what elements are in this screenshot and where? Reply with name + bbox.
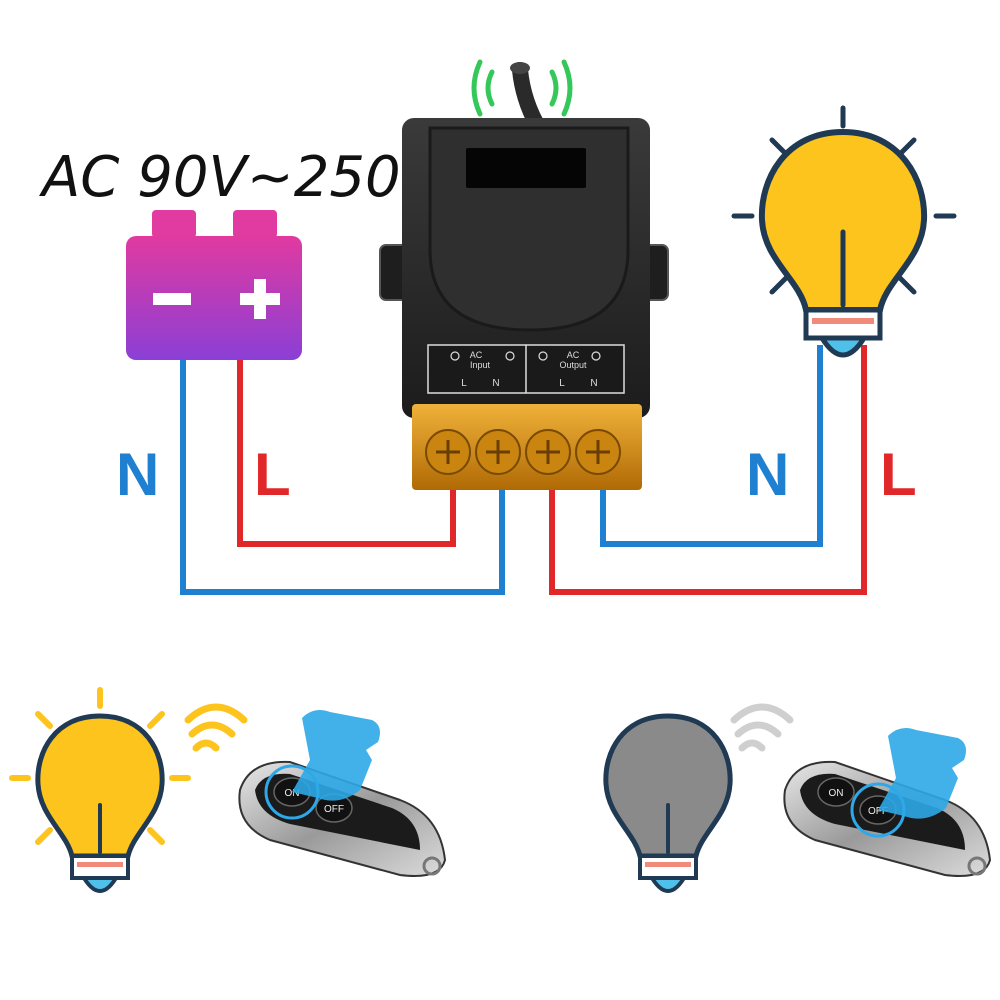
battery-icon [126,210,302,360]
remote-on-button [817,777,855,807]
hand-pointer-icon [292,710,380,801]
input-n-mark: N [492,378,499,389]
input-neutral-wire [180,360,505,595]
remote-off-label: OFF [324,804,344,815]
input-l-mark: L [461,378,467,389]
wires [180,345,867,595]
remote-on-label: ON [285,788,300,799]
relay-module: AC Input AC Output L N L N [379,59,669,490]
wireless-signal-icon [184,703,248,752]
scene-light-on: ON OFF [9,687,447,893]
input-live-wire [237,360,456,547]
relay-label-window [466,148,586,188]
output-live-label: L [880,441,917,508]
output-l-mark: L [559,378,565,389]
lightbulb-off-icon [603,713,733,893]
wireless-signal-icon [471,59,573,117]
antenna-tip [510,62,530,74]
lightbulb-on-icon [731,105,957,358]
input-label-ac: AC [470,350,483,360]
input-live-label: L [254,441,291,508]
hand-pointer-icon [878,728,966,819]
terminal-screws [425,429,621,475]
remote-control: ON OFF [783,760,992,877]
input-label-word: Input [470,360,491,370]
output-neutral-label: N [746,441,789,508]
battery-terminal-positive [233,210,277,238]
output-neutral-wire [600,345,823,547]
output-live-wire [549,345,867,595]
input-neutral-label: N [116,441,159,508]
voltage-title: AC 90V~250V [39,145,443,210]
output-label-word: Output [559,360,587,370]
lightbulb-on-icon [9,687,191,893]
battery-body [126,236,302,360]
remote-off-label: OFF [868,806,888,817]
output-label-ac: AC [567,350,580,360]
wireless-signal-icon [730,703,794,752]
battery-terminal-negative [152,210,196,238]
scene-light-off: ON OFF [603,703,992,893]
output-n-mark: N [590,378,597,389]
remote-on-label: ON [829,788,844,799]
battery-plus-sign-v [254,279,266,319]
battery-minus-sign [153,293,191,305]
